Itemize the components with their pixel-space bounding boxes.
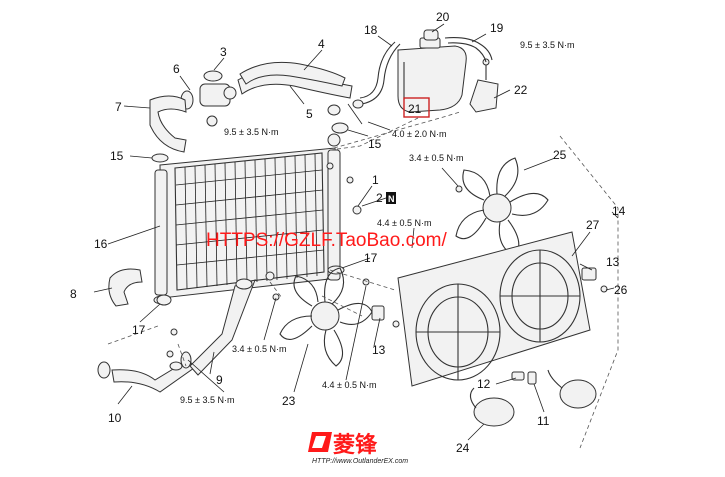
small-fasteners (156, 99, 608, 385)
fan-right (455, 157, 549, 257)
callout-numbers: 1 2 N 3 4 5 6 7 8 9 10 11 12 13 13 14 15… (70, 10, 628, 455)
callout-20: 20 (436, 10, 450, 24)
callout-19: 19 (490, 21, 504, 35)
dashed-lines (107, 111, 619, 449)
upper-hose-right (239, 61, 346, 87)
torque-left-top: 9.5 ± 3.5 N·m (224, 127, 278, 137)
callout-8: 8 (70, 287, 77, 301)
callout-13-shroud: 13 (606, 255, 620, 269)
callout-18: 18 (364, 23, 378, 37)
torque-fan-left: 3.4 ± 0.5 N·m (232, 344, 286, 354)
new-part-badge-label: N (388, 194, 395, 204)
callout-6: 6 (173, 62, 180, 76)
fan-motor-left (469, 387, 515, 427)
fan-shroud (397, 231, 591, 387)
callout-1: 1 (372, 173, 379, 187)
callout-14: 14 (612, 204, 626, 218)
radiator (154, 133, 341, 299)
brand-logo-text: 菱锋 (333, 432, 378, 458)
callout-17-bottom: 17 (132, 323, 146, 337)
torque-center: 4.0 ± 2.0 N·m (392, 129, 446, 139)
callout-25: 25 (553, 148, 567, 162)
callout-10: 10 (108, 411, 122, 425)
callout-16: 16 (94, 237, 108, 251)
callout-17-right: 17 (364, 251, 378, 265)
torque-bottom-left: 9.5 ± 3.5 N·m (180, 395, 234, 405)
callout-24: 24 (456, 441, 470, 455)
callout-15-right: 15 (368, 137, 382, 151)
highlight-box (403, 97, 430, 118)
brand-logo-mark (308, 432, 332, 452)
tank-cap (423, 29, 439, 41)
callout-5: 5 (306, 107, 313, 121)
tank-hose (444, 37, 493, 63)
callout-22: 22 (514, 83, 528, 97)
callout-12: 12 (477, 377, 491, 391)
left-hose (149, 95, 187, 153)
fan-left (279, 267, 373, 367)
callout-27: 27 (586, 218, 600, 232)
fan-motor-right (547, 369, 597, 409)
callout-26: 26 (614, 283, 628, 297)
callout-2: 2 (376, 191, 383, 205)
callout-23: 23 (282, 394, 296, 408)
radiator-cap (203, 70, 223, 82)
torque-shroud: 4.4 ± 0.5 N·m (377, 218, 431, 228)
callout-11: 11 (537, 414, 550, 428)
callout-3: 3 (220, 45, 227, 59)
torque-top-right: 9.5 ± 3.5 N·m (520, 40, 574, 50)
torque-fan-right: 3.4 ± 0.5 N·m (409, 153, 463, 163)
callout-21: 21 (408, 102, 422, 116)
callout-4: 4 (318, 37, 325, 51)
torque-labels: 9.5 ± 3.5 N·m 9.5 ± 3.5 N·m 4.0 ± 2.0 N·… (180, 40, 574, 405)
leader-lines (93, 23, 619, 441)
water-outlet (199, 83, 237, 107)
brand-logo: 菱锋 HTTP://www.OutlanderEX.com (308, 432, 408, 465)
lower-pipe (189, 278, 256, 376)
brand-logo-url: HTTP://www.OutlanderEX.com (312, 458, 408, 465)
callout-7: 7 (115, 100, 122, 114)
lower-hose-left (108, 268, 143, 307)
lower-hose (97, 351, 195, 393)
callout-13-lower: 13 (372, 343, 386, 357)
reserve-tank (397, 37, 467, 113)
new-part-badge (386, 192, 396, 204)
callout-15-left: 15 (110, 149, 124, 163)
torque-lower: 4.4 ± 0.5 N·m (322, 380, 376, 390)
tank-bracket (469, 58, 499, 113)
watermark-url: HTTPS://GZLF.TaoBao.com/ (206, 230, 447, 251)
callout-9: 9 (216, 373, 223, 387)
overflow-hose (359, 41, 401, 105)
